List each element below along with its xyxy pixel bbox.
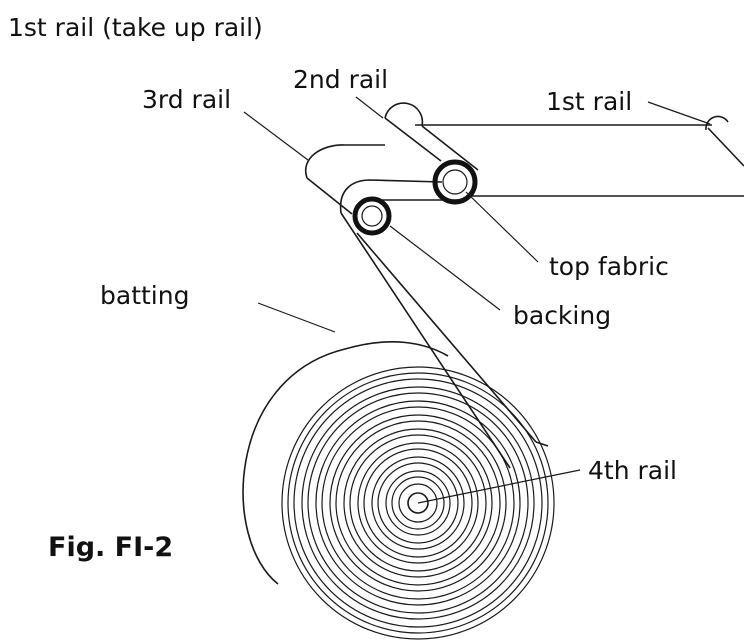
rail-3-hub [352,196,392,236]
figure-label: Fig. FI-2 [48,532,173,563]
leader-rail-3 [243,111,309,161]
leader-top-fabric [465,191,539,263]
label-top-fabric: top fabric [549,252,669,281]
leader-batting [257,302,336,333]
rail-3 [304,144,385,215]
batting-roll [242,341,449,585]
top-fabric-sheet [415,124,744,197]
label-rail-2: 2nd rail [293,65,388,94]
fabric-roll [281,366,555,640]
label-rail-3: 3rd rail [142,85,231,114]
rail-2-hub [432,159,478,205]
diagram-heading: 1st rail (take up rail) [8,13,263,42]
rail-2 [384,102,479,171]
rail-1 [705,115,744,167]
rail-4-hub [407,492,429,514]
label-batting: batting [100,281,189,310]
label-rail-1: 1st rail [546,87,632,116]
leader-rail-2 [355,96,384,119]
label-backing: backing [513,301,611,330]
leader-rail-4 [417,469,581,504]
leader-backing [389,225,501,311]
leader-rail-1 [647,101,711,125]
label-rail-4: 4th rail [588,456,677,485]
